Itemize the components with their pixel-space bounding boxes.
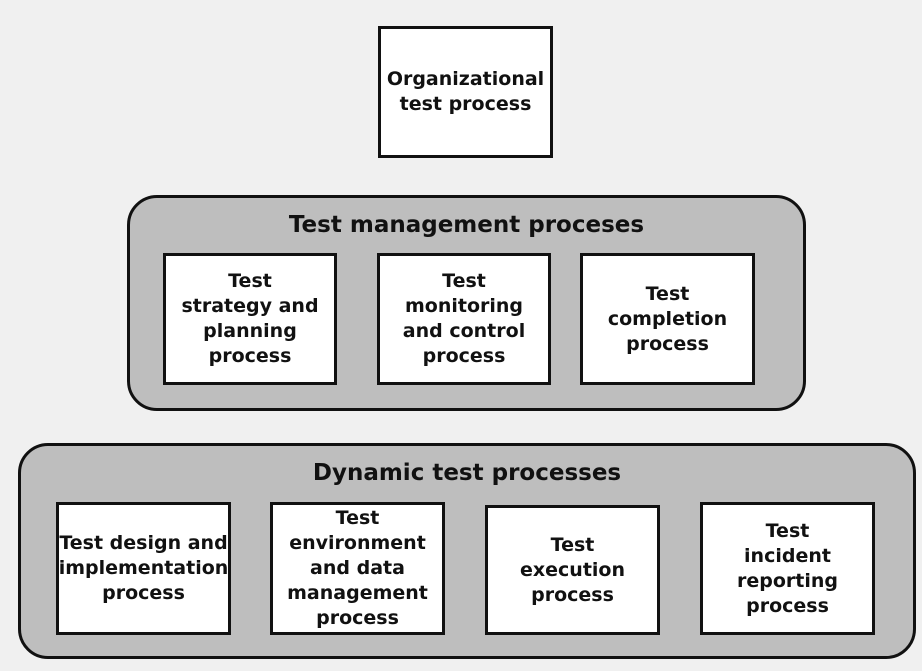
test-execution-label: Test execution process (520, 533, 625, 606)
organizational-test-process-box: Organizational test process (378, 26, 553, 158)
test-incident-reporting-label: Test incident reporting process (736, 519, 838, 617)
dynamic-test-processes-title: Dynamic test processes (312, 460, 622, 486)
test-execution-box: Test execution process (485, 505, 660, 635)
test-completion-box: Test completion process (580, 253, 755, 385)
test-monitoring-control-box: Test monitoring and control process (377, 253, 551, 385)
test-monitoring-control-label: Test monitoring and control process (402, 270, 526, 367)
test-management-processes-title: Test management proceses (288, 212, 645, 238)
test-incident-reporting-box: Test incident reporting process (700, 502, 875, 635)
test-design-implementation-box: Test design and implementation process (56, 502, 231, 635)
test-design-implementation-label: Test design and implementation process (58, 532, 229, 604)
test-completion-label: Test completion process (607, 282, 728, 355)
test-strategy-planning-box: Test strategy and planning process (163, 253, 337, 385)
organizational-test-process-label: Organizational test process (386, 68, 545, 115)
test-environment-data-management-label: Test environment and data management pro… (287, 507, 428, 629)
test-environment-data-management-box: Test environment and data management pro… (270, 502, 445, 635)
test-strategy-planning-label: Test strategy and planning process (181, 270, 319, 367)
